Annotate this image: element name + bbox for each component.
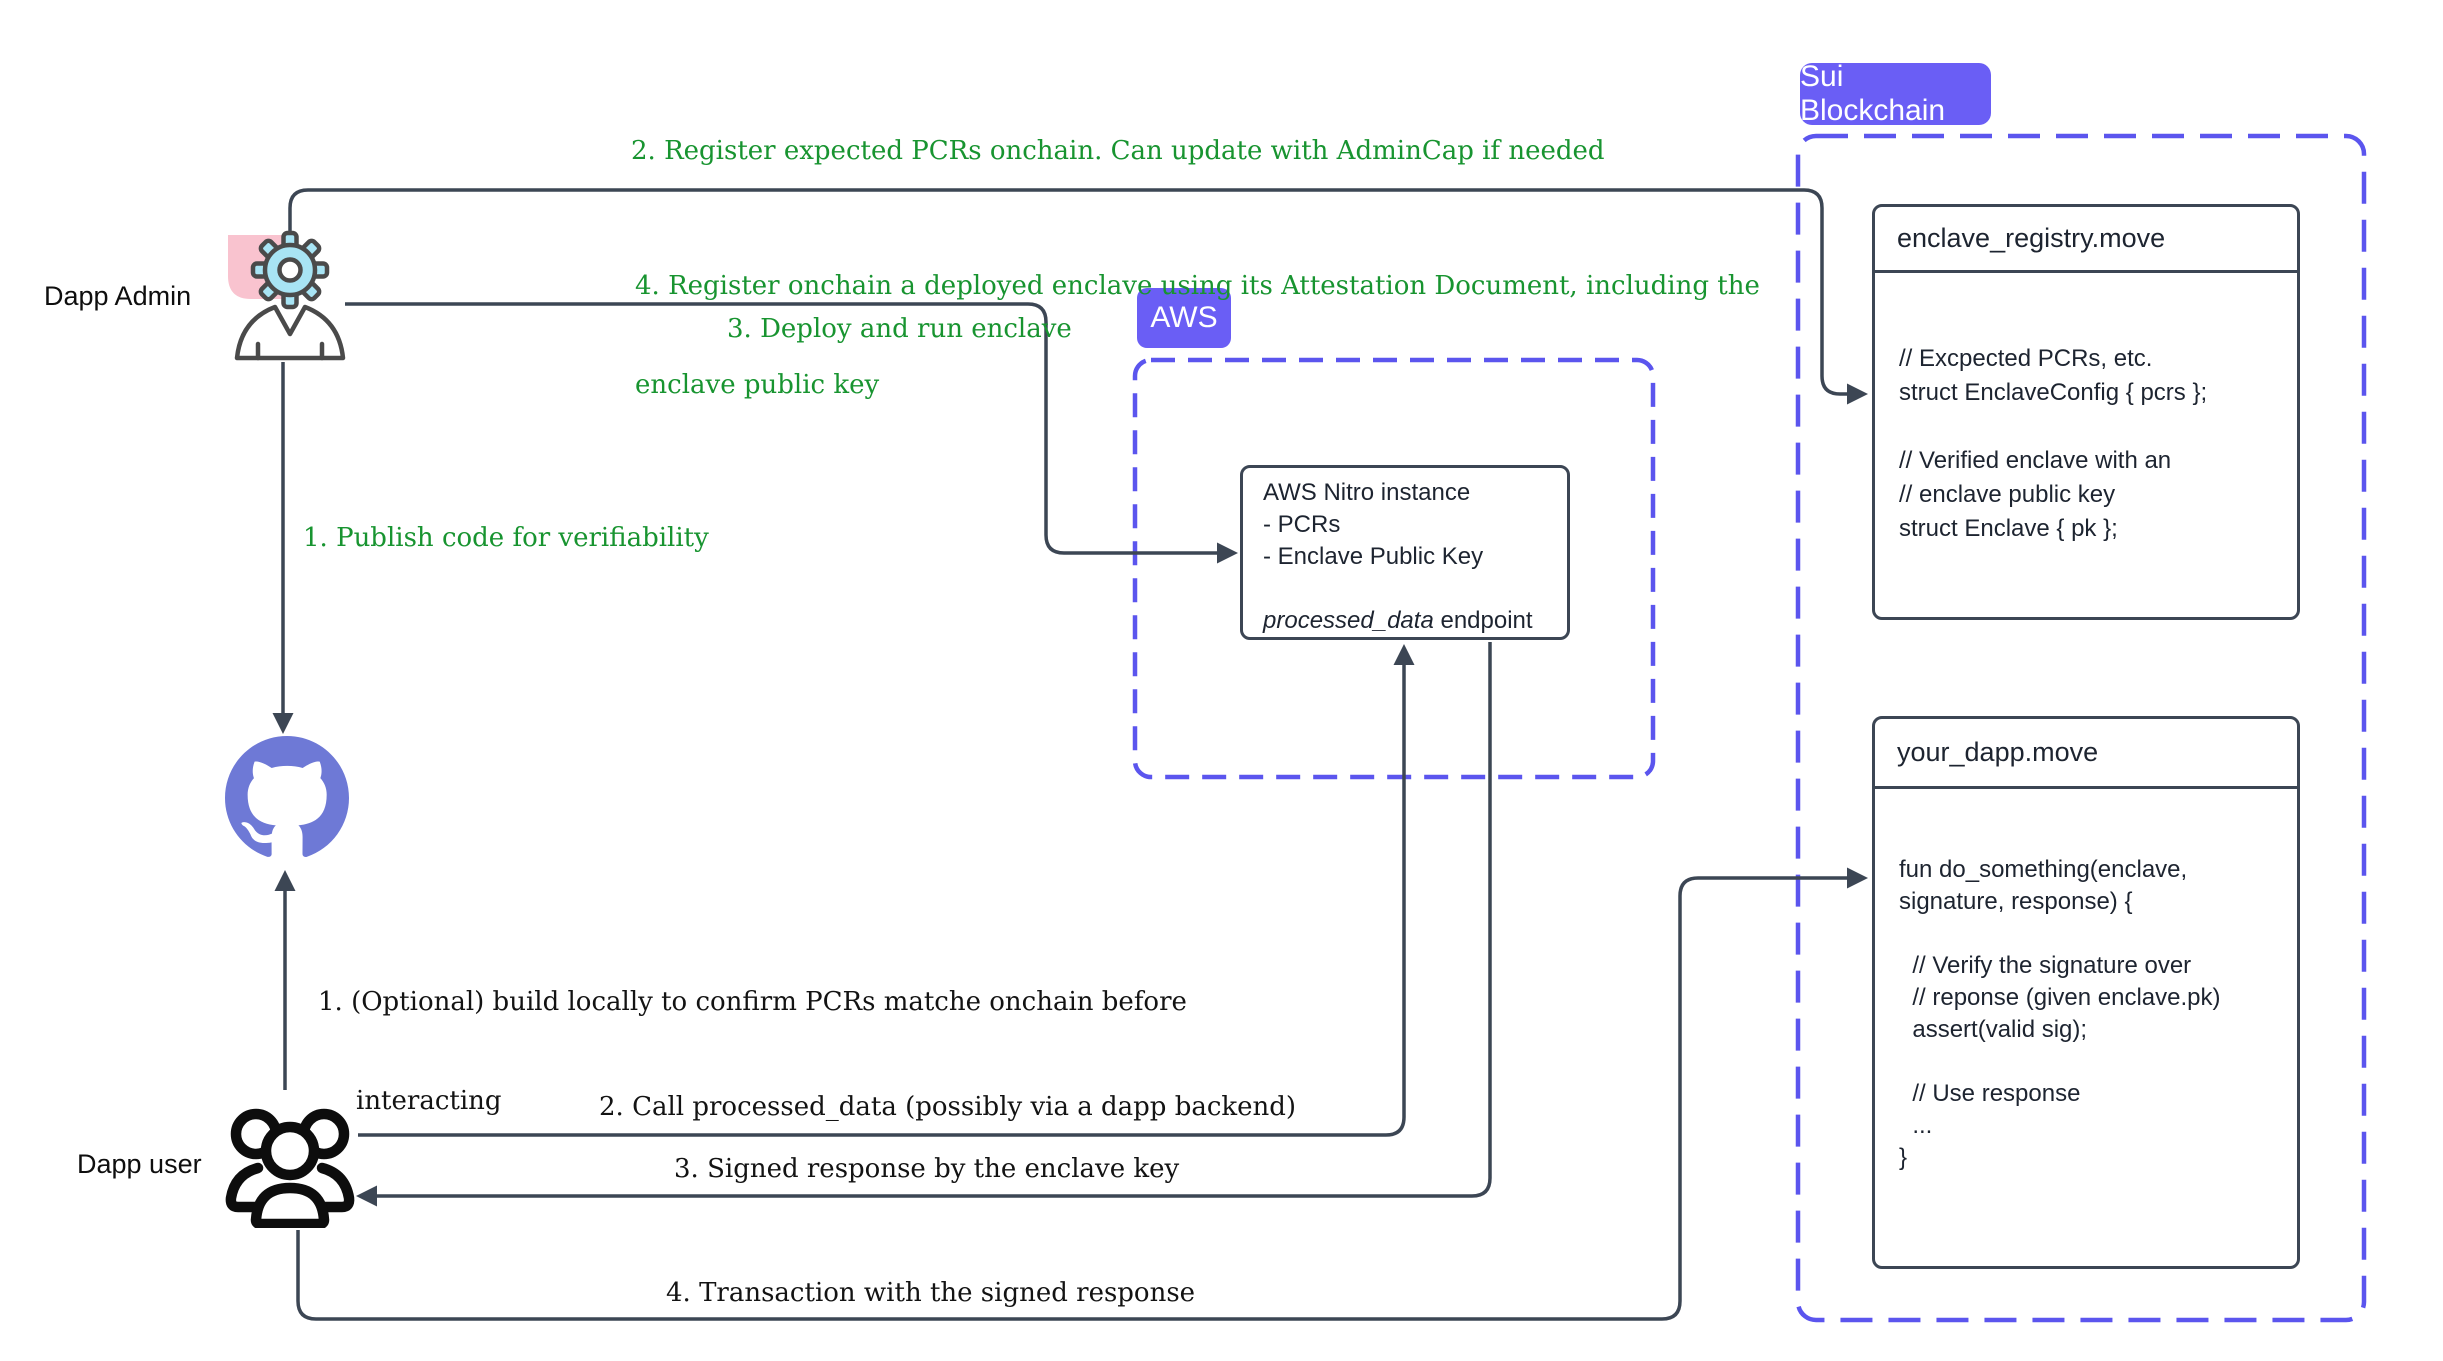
arrowhead — [1847, 383, 1868, 405]
nitro-title: AWS Nitro instance — [1263, 479, 1471, 506]
code-line: } — [1899, 1144, 1908, 1171]
endpoint-name: processed_data — [1263, 607, 1434, 634]
endpoint-suffix: endpoint — [1433, 607, 1533, 634]
annotation-user-step4: 4. Transaction with the signed response — [666, 1278, 1196, 1308]
nitro-endpoint-line: processed_data endpoint — [1263, 605, 1547, 637]
code-line — [1899, 918, 2273, 950]
code-line: // enclave public key — [1899, 481, 2116, 508]
your-dapp-body: fun do_something(enclave, signature, res… — [1875, 789, 2297, 1174]
your-dapp-title: your_dapp.move — [1875, 719, 2297, 789]
code-line: // Excpected PCRs, etc. — [1899, 345, 2153, 372]
nitro-enclave-public-key: - Enclave Public Key — [1263, 543, 1484, 570]
enclave-registry-title: enclave_registry.move — [1875, 207, 2297, 273]
code-line: // Use response — [1899, 1080, 2081, 1107]
annotation-line: 4. Register onchain a deployed enclave u… — [635, 271, 1760, 301]
annotation-admin-step1: 1. Publish code for verifiability — [303, 523, 709, 553]
dapp-user-icon — [222, 1106, 358, 1230]
code-line: // reponse (given enclave.pk) — [1899, 984, 2221, 1011]
connector-admin-register-pcrs — [288, 188, 1868, 405]
connector-admin-publish-code — [272, 362, 294, 734]
code-line: // Verified enclave with an — [1899, 447, 2172, 474]
connector-user-local-build — [274, 870, 296, 1090]
annotation-line: interacting — [356, 1086, 502, 1116]
connector-user-transaction — [296, 867, 1868, 1321]
gear-icon — [250, 230, 330, 310]
code-line: ... — [1899, 1112, 1933, 1139]
annotation-admin-step3: 3. Deploy and run enclave — [727, 314, 1072, 344]
annotation-user-step2: 2. Call processed_data (possibly via a d… — [599, 1092, 1297, 1122]
annotation-line: 1. (Optional) build locally to confirm P… — [318, 987, 1187, 1017]
annotation-line: enclave public key — [635, 370, 880, 400]
sui-boundary — [1795, 133, 2367, 1323]
github-icon — [225, 736, 349, 860]
nitro-pcrs: - PCRs — [1263, 511, 1341, 538]
annotation-admin-step4: 4. Register onchain a deployed enclave u… — [635, 204, 1760, 468]
aws-boundary — [1132, 357, 1656, 780]
connector-admin-deploy-enclave — [345, 302, 1238, 564]
dapp-admin-label: Dapp Admin — [44, 281, 192, 311]
sui-badge: Sui Blockchain — [1800, 60, 1991, 127]
connector-signed-response — [356, 642, 1492, 1207]
annotation-admin-step2: 2. Register expected PCRs onchain. Can u… — [631, 136, 1605, 166]
enclave-registry-body: // Excpected PCRs, etc. struct EnclaveCo… — [1875, 273, 2297, 546]
enclave-registry-box: enclave_registry.move // Excpected PCRs,… — [1872, 204, 2300, 620]
arrowhead — [356, 1185, 377, 1207]
code-line: // Verify the signature over — [1899, 952, 2192, 979]
arrowhead — [1847, 867, 1868, 889]
admin-person-icon — [234, 304, 346, 361]
code-line — [1899, 410, 2273, 444]
code-line: signature, response) { — [1899, 888, 2133, 915]
aws-nitro-instance-box: AWS Nitro instance - PCRs - Enclave Publ… — [1240, 465, 1570, 640]
code-line: assert(valid sig); — [1899, 1016, 2088, 1043]
nitro-blank-line — [1263, 573, 1547, 605]
arrowhead — [272, 713, 294, 734]
annotation-user-step1: 1. (Optional) build locally to confirm P… — [318, 920, 1187, 1184]
connector-user-call-processed-data — [358, 644, 1415, 1137]
code-line: struct EnclaveConfig { pcrs }; — [1899, 379, 2208, 406]
dapp-admin-icon — [215, 222, 365, 367]
arrowhead — [1393, 644, 1415, 665]
your-dapp-box: your_dapp.move fun do_something(enclave,… — [1872, 716, 2300, 1269]
aws-badge: AWS — [1137, 288, 1231, 348]
arrowhead — [274, 870, 296, 891]
code-line: fun do_something(enclave, — [1899, 856, 2188, 883]
code-line: struct Enclave { pk }; — [1899, 515, 2118, 542]
dapp-user-label: Dapp user — [77, 1149, 202, 1179]
code-line — [1899, 1046, 2273, 1078]
arrowhead — [1217, 542, 1238, 564]
annotation-user-step3: 3. Signed response by the enclave key — [674, 1154, 1180, 1184]
